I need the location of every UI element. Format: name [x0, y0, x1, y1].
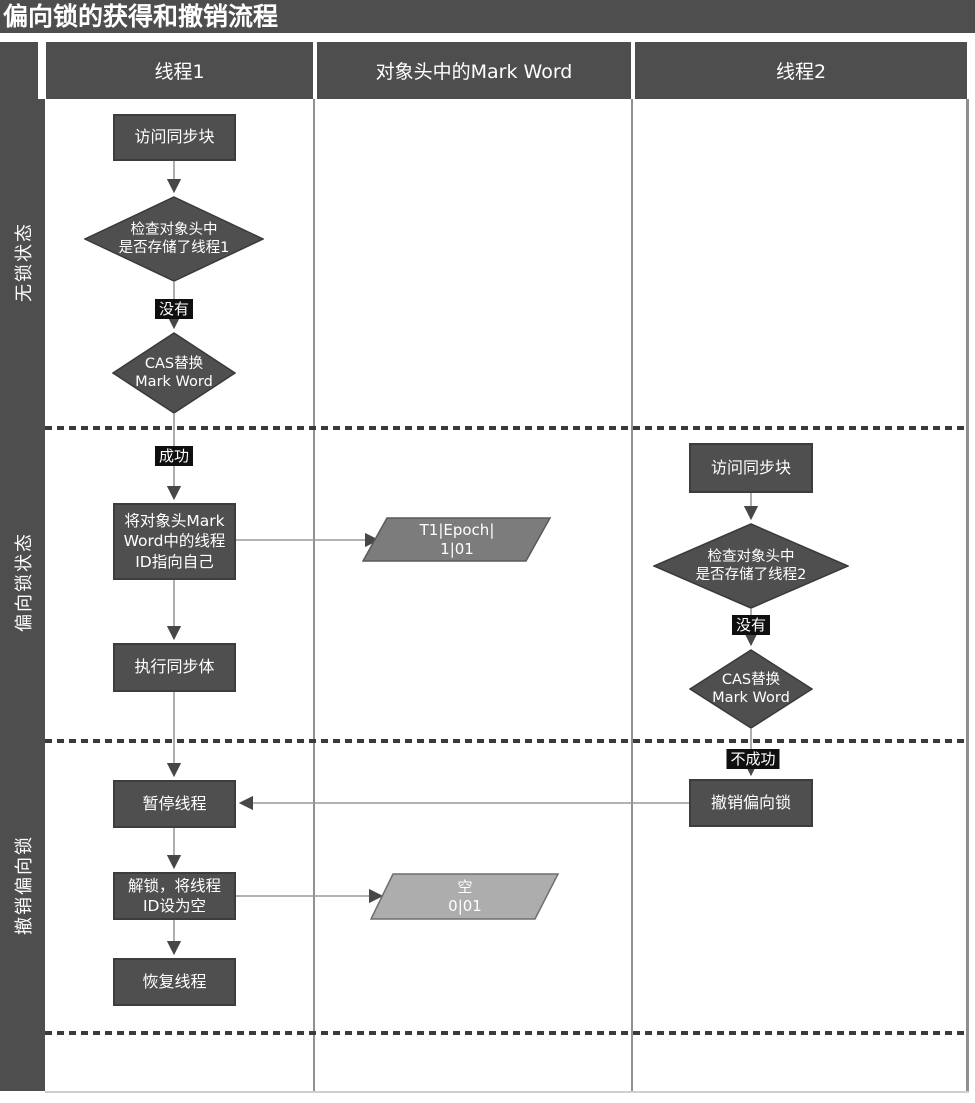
state-label-lock-free: 无锁状态 — [14, 222, 35, 302]
diagram-bottom-border — [45, 1091, 969, 1093]
diamond-shape — [689, 649, 813, 729]
parallelogram-shape — [370, 873, 560, 920]
t2-label-fail: 不成功 — [726, 749, 780, 769]
lane-separator-2 — [631, 99, 633, 1091]
t1-diamond-cas: CAS替换 Mark Word — [112, 332, 236, 414]
t2-diamond-cas: CAS替换 Mark Word — [689, 649, 813, 729]
t2-diamond-cas-label: CAS替换 Mark Word — [712, 671, 790, 706]
t1-label-success: 成功 — [154, 446, 194, 466]
lane-header-markword: 对象头中的Mark Word — [317, 42, 631, 99]
t1-diamond-check-owner: 检查对象头中 是否存储了线程1 — [84, 196, 264, 282]
mw-para-biased-label: T1|Epoch| 1|01 — [419, 520, 495, 558]
t2-diamond-check-owner: 检查对象头中 是否存储了线程2 — [653, 523, 849, 609]
t1-label-no: 没有 — [154, 299, 194, 319]
t1-box-unlock: 解锁，将线程 ID设为空 — [113, 872, 236, 920]
t1-box-set-thread-id: 将对象头Mark Word中的线程 ID指向自己 — [113, 503, 236, 580]
page-title: 偏向锁的获得和撤销流程 — [0, 0, 975, 33]
state-divider-2 — [45, 739, 967, 743]
state-label-biased: 偏向锁状态 — [14, 532, 35, 632]
t1-box-resume-thread: 恢复线程 — [113, 958, 236, 1006]
t1-diamond-check-owner-label: 检查对象头中 是否存储了线程1 — [118, 221, 230, 256]
parallelogram-shape — [362, 517, 552, 562]
lane-header-thread2-label: 线程2 — [775, 61, 827, 83]
state-column-header — [0, 42, 38, 99]
lane-header-thread1-label: 线程1 — [154, 61, 205, 83]
diamond-shape — [84, 196, 264, 282]
state-label-revoke: 撤销偏向锁 — [14, 835, 35, 935]
state-divider-3 — [45, 1031, 967, 1035]
diamond-shape — [112, 332, 236, 414]
lane-separator-1 — [313, 99, 315, 1091]
state-sidebar — [0, 99, 45, 1091]
mw-para-empty: 空 0|01 — [370, 873, 560, 920]
t2-label-no: 没有 — [731, 615, 771, 635]
t2-box-revoke-bias: 撤销偏向锁 — [689, 779, 813, 827]
mw-para-biased: T1|Epoch| 1|01 — [362, 517, 552, 562]
t1-diamond-cas-label: CAS替换 Mark Word — [135, 355, 213, 390]
t1-box-access-sync-label: 访问同步块 — [134, 127, 215, 147]
t2-diamond-check-owner-label: 检查对象头中 是否存储了线程2 — [695, 548, 807, 583]
lane-header-markword-label: 对象头中的Mark Word — [375, 61, 573, 83]
diamond-shape — [653, 523, 849, 609]
mw-para-empty-label: 空 0|01 — [448, 877, 482, 915]
t2-box-access-sync: 访问同步块 — [689, 443, 813, 493]
lane-header-thread2: 线程2 — [635, 42, 967, 99]
t1-box-execute-sync: 执行同步体 — [113, 643, 236, 692]
t1-box-pause-thread: 暂停线程 — [113, 780, 236, 828]
lane-header-thread1: 线程1 — [46, 42, 313, 99]
diagram-right-border — [966, 99, 969, 1091]
t1-box-access-sync: 访问同步块 — [113, 114, 236, 161]
state-divider-1 — [45, 426, 967, 430]
